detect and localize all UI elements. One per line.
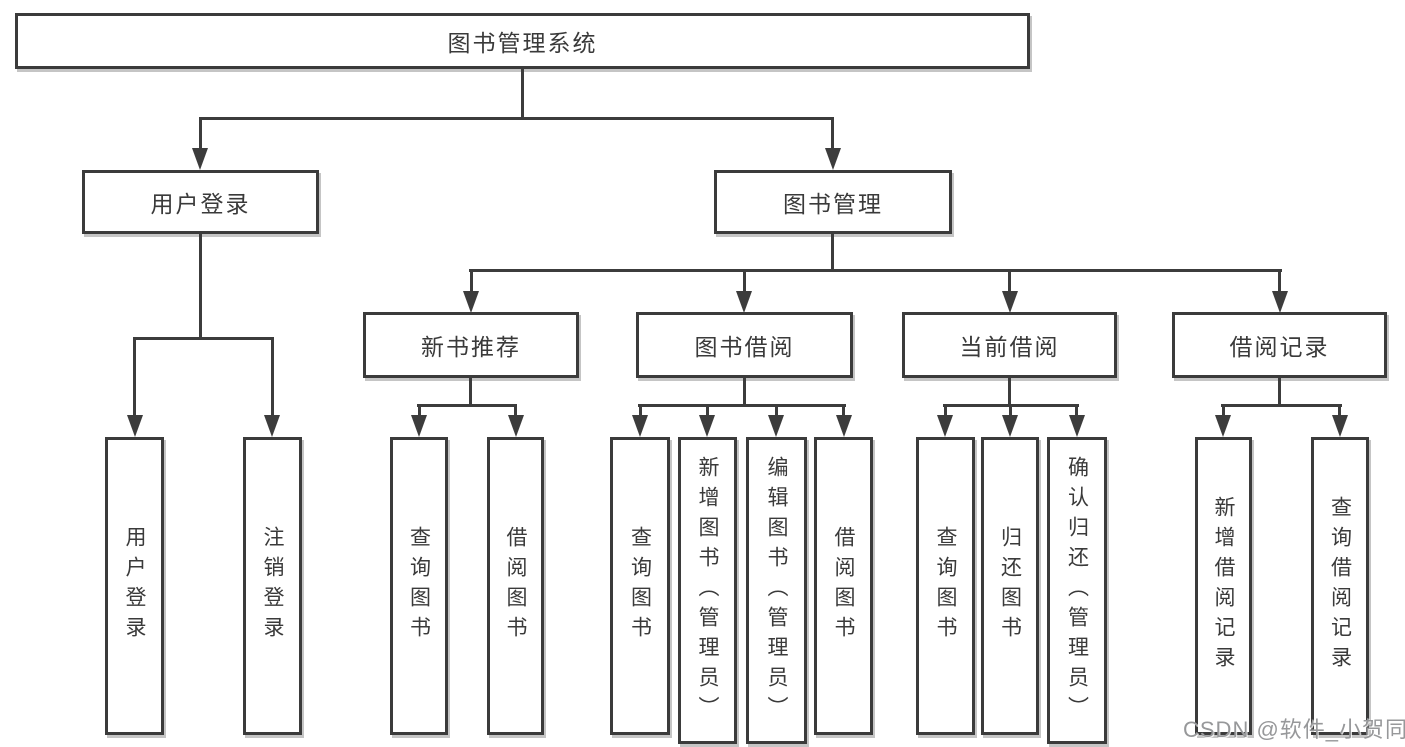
connector-line xyxy=(1222,404,1225,416)
connector-line xyxy=(1278,378,1281,407)
node-label: 借阅记录 xyxy=(1229,334,1330,360)
leaf-label: 借阅图书 xyxy=(832,526,856,646)
connector-line xyxy=(1008,269,1011,293)
node-current-borrow: 当前借阅 xyxy=(902,312,1117,378)
leaf-add-borrow-record: 新增借阅记录 xyxy=(1195,437,1252,735)
arrow-down-icon xyxy=(736,291,752,313)
leaf-return-book: 归还图书 xyxy=(981,437,1039,735)
arrow-down-icon xyxy=(937,415,953,437)
leaf-label: 借阅图书 xyxy=(504,526,528,646)
leaf-borrow-books: 借阅图书 xyxy=(814,437,873,735)
node-new-book-recommend: 新书推荐 xyxy=(363,312,579,378)
connector-line xyxy=(514,404,517,416)
arrow-down-icon xyxy=(264,415,280,437)
connector-line xyxy=(831,234,834,272)
leaf-query-books-current: 查询图书 xyxy=(916,437,975,735)
connector-line xyxy=(1075,404,1078,416)
arrow-down-icon xyxy=(825,148,841,170)
connector-line xyxy=(271,337,274,417)
leaf-user-login: 用户登录 xyxy=(105,437,164,735)
connector-line xyxy=(469,269,1282,272)
node-borrow-records: 借阅记录 xyxy=(1172,312,1387,378)
connector-line xyxy=(706,404,709,416)
node-root-label: 图书管理系统 xyxy=(447,30,598,56)
leaf-label: 新增借阅记录 xyxy=(1212,496,1236,676)
connector-line xyxy=(842,404,845,416)
connector-line xyxy=(775,404,778,416)
connector-line xyxy=(199,234,202,339)
connector-line xyxy=(1221,404,1342,407)
arrow-down-icon xyxy=(127,415,143,437)
arrow-down-icon xyxy=(1002,415,1018,437)
leaf-confirm-return-admin: 确认归还（管理员） xyxy=(1047,437,1107,744)
node-user-login: 用户登录 xyxy=(82,170,319,234)
leaf-edit-book-admin: 编辑图书（管理员） xyxy=(746,437,807,744)
connector-line xyxy=(639,404,642,416)
connector-line xyxy=(521,69,524,119)
connector-line xyxy=(469,378,472,407)
leaf-query-books-borrow: 查询图书 xyxy=(610,437,670,735)
arrow-down-icon xyxy=(1002,291,1018,313)
csdn-watermark: CSDN @软件_小贺同学 xyxy=(1183,717,1405,742)
node-label: 用户登录 xyxy=(150,191,251,217)
node-root: 图书管理系统 xyxy=(15,13,1030,69)
leaf-borrow-books-recommend: 借阅图书 xyxy=(487,437,544,735)
connector-line xyxy=(417,404,517,407)
connector-line xyxy=(133,337,136,417)
leaf-label: 查询图书 xyxy=(934,526,958,646)
connector-line xyxy=(1009,404,1012,416)
leaf-label: 用户登录 xyxy=(123,526,147,646)
connector-line xyxy=(1008,378,1011,407)
arrow-down-icon xyxy=(836,415,852,437)
arrow-down-icon xyxy=(411,415,427,437)
connector-line xyxy=(199,117,202,149)
arrow-down-icon xyxy=(508,415,524,437)
leaf-query-books-recommend: 查询图书 xyxy=(390,437,448,735)
connector-line xyxy=(638,404,846,407)
leaf-label: 注销登录 xyxy=(261,526,285,646)
node-label: 图书借阅 xyxy=(694,334,795,360)
connector-line xyxy=(133,337,274,340)
leaf-label: 查询图书 xyxy=(628,526,652,646)
arrow-down-icon xyxy=(1332,415,1348,437)
leaf-label: 确认归还（管理员） xyxy=(1065,455,1089,726)
connector-line xyxy=(1338,404,1341,416)
connector-line xyxy=(199,117,834,120)
arrow-down-icon xyxy=(768,415,784,437)
connector-line xyxy=(831,117,834,149)
arrow-down-icon xyxy=(1215,415,1231,437)
connector-line xyxy=(418,404,421,416)
leaf-label: 查询图书 xyxy=(407,526,431,646)
node-label: 新书推荐 xyxy=(421,334,521,360)
connector-line xyxy=(470,269,473,293)
arrow-down-icon xyxy=(632,415,648,437)
arrow-down-icon xyxy=(699,415,715,437)
leaf-label: 查询借阅记录 xyxy=(1328,496,1352,676)
connector-line xyxy=(944,404,947,416)
leaf-add-book-admin: 新增图书（管理员） xyxy=(678,437,737,744)
arrow-down-icon xyxy=(192,148,208,170)
connector-line xyxy=(743,269,746,293)
node-label: 图书管理 xyxy=(783,191,883,217)
arrow-down-icon xyxy=(1272,291,1288,313)
arrow-down-icon xyxy=(463,291,479,313)
leaf-query-borrow-record: 查询借阅记录 xyxy=(1311,437,1369,735)
node-label: 当前借阅 xyxy=(959,334,1060,360)
node-book-management: 图书管理 xyxy=(714,170,952,234)
leaf-logout: 注销登录 xyxy=(243,437,302,735)
connector-line xyxy=(743,378,746,407)
leaf-label: 新增图书（管理员） xyxy=(696,455,720,726)
node-book-borrow: 图书借阅 xyxy=(636,312,853,378)
arrow-down-icon xyxy=(1069,415,1085,437)
connector-line xyxy=(1278,269,1281,293)
leaf-label: 归还图书 xyxy=(998,526,1022,646)
leaf-label: 编辑图书（管理员） xyxy=(765,455,789,726)
